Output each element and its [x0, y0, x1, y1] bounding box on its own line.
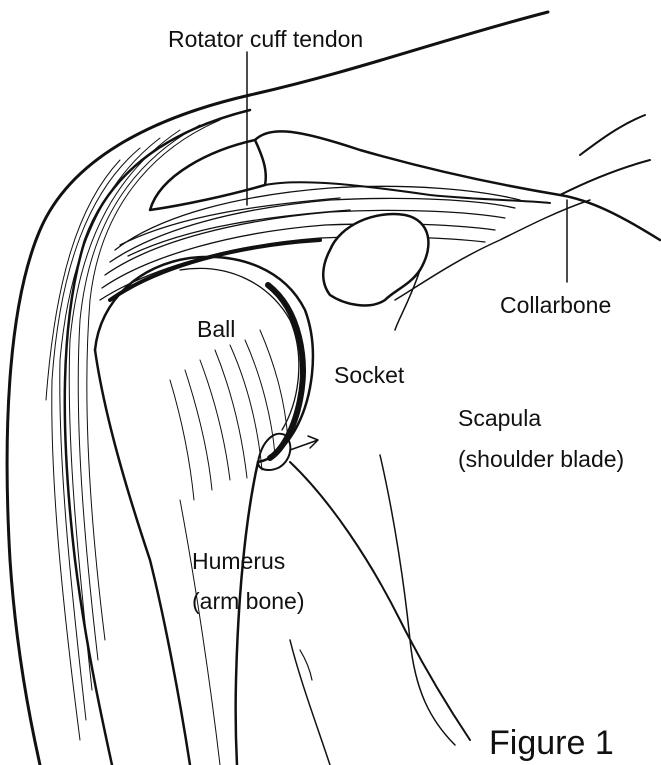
- humerus-inner-line: [180, 500, 220, 765]
- pointer-arrow: [290, 436, 318, 450]
- rotator-cuff-band: [100, 186, 520, 300]
- collarbone-end-upper: [580, 115, 645, 155]
- scapula-inner-line: [380, 455, 455, 745]
- socket-shadow: [268, 285, 303, 458]
- label-ball: Ball: [197, 316, 235, 342]
- label-humerus: Humerus: [192, 548, 285, 574]
- collarbone-end-lower: [560, 160, 650, 195]
- humeral-head-shading: [170, 330, 288, 500]
- figure-caption: Figure 1: [489, 724, 614, 762]
- label-socket: Socket: [334, 362, 404, 388]
- label-rotator-cuff-tendon: Rotator cuff tendon: [168, 26, 363, 52]
- muscle-lower-line-2: [300, 650, 312, 680]
- coracoid-process: [323, 214, 428, 305]
- label-scapula: Scapula: [458, 405, 541, 431]
- label-arm-bone: (arm bone): [192, 588, 304, 614]
- scapula-lateral-border: [290, 462, 470, 740]
- deltoid-fibers: [46, 120, 220, 740]
- collarbone-upper-edge: [255, 131, 660, 240]
- acromion: [150, 140, 266, 210]
- humeral-head-inner: [180, 268, 299, 430]
- label-shoulder-blade: (shoulder blade): [458, 446, 624, 472]
- label-collarbone: Collarbone: [500, 292, 611, 318]
- humerus-shaft-left: [95, 350, 190, 765]
- muscle-lower-line: [290, 640, 330, 765]
- humeral-head: [95, 257, 313, 462]
